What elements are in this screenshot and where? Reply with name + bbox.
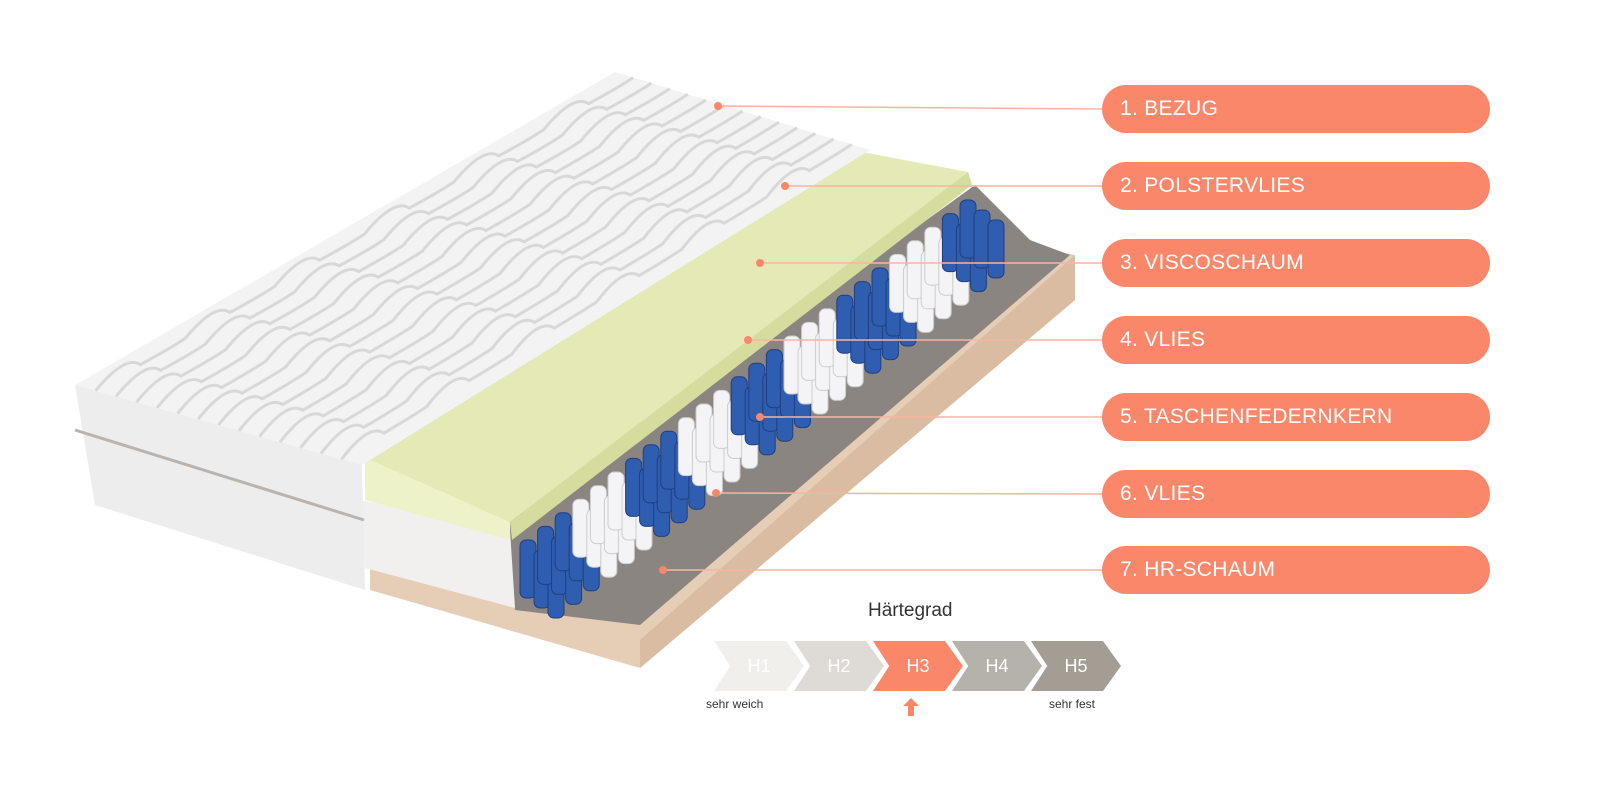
hardness-title: Härtegrad [868, 600, 953, 621]
selected-indicator-arrow-icon [903, 698, 919, 716]
leader-dot [781, 182, 789, 190]
layer-label-viscoschaum: 3. VISCOSCHAUM [1102, 239, 1490, 287]
quilt-line [155, 93, 689, 409]
leader-dot [712, 489, 720, 497]
leader-dot [744, 336, 752, 344]
quilt-line [135, 87, 671, 404]
layer-label-vlies-bottom: 6. VLIES [1102, 470, 1490, 518]
hardness-max-label: sehr fest [1049, 697, 1096, 711]
leader-dot [659, 566, 667, 574]
layer-label-taschenfedernkern: 5. TASCHENFEDERNKERN [1102, 393, 1490, 441]
quilt-line [278, 126, 798, 444]
quilt-line [217, 109, 744, 426]
layer-label-vlies-top: 4. VLIES [1102, 316, 1490, 364]
leader-dot [756, 413, 764, 421]
spring-core [505, 185, 1070, 625]
layer-label-bezug: 1. BEZUG [1102, 85, 1490, 133]
spring-coil [987, 219, 1005, 279]
quilt-line [196, 104, 726, 421]
quilt-line [258, 120, 780, 438]
leader-line [717, 105, 1103, 110]
layer-label-polstervlies: 2. POLSTERVLIES [1102, 162, 1490, 210]
quilt-line [176, 98, 707, 415]
hardness-min-label: sehr weich [706, 697, 764, 711]
leader-dot [756, 259, 764, 267]
leader-line [715, 492, 1103, 495]
quilt-line [114, 81, 653, 398]
quilt-line [340, 143, 853, 461]
quilt-line [94, 76, 635, 392]
layer-label-hr-schaum: 7. HR-SCHAUM [1102, 546, 1490, 594]
leader-dot [714, 102, 722, 110]
visco-foam-layer [365, 152, 972, 540]
quilt-line [319, 137, 835, 455]
leader-lines [659, 102, 1103, 574]
quilt-line [299, 132, 817, 449]
quilt-line [237, 115, 762, 432]
cover-layer [74, 72, 870, 590]
